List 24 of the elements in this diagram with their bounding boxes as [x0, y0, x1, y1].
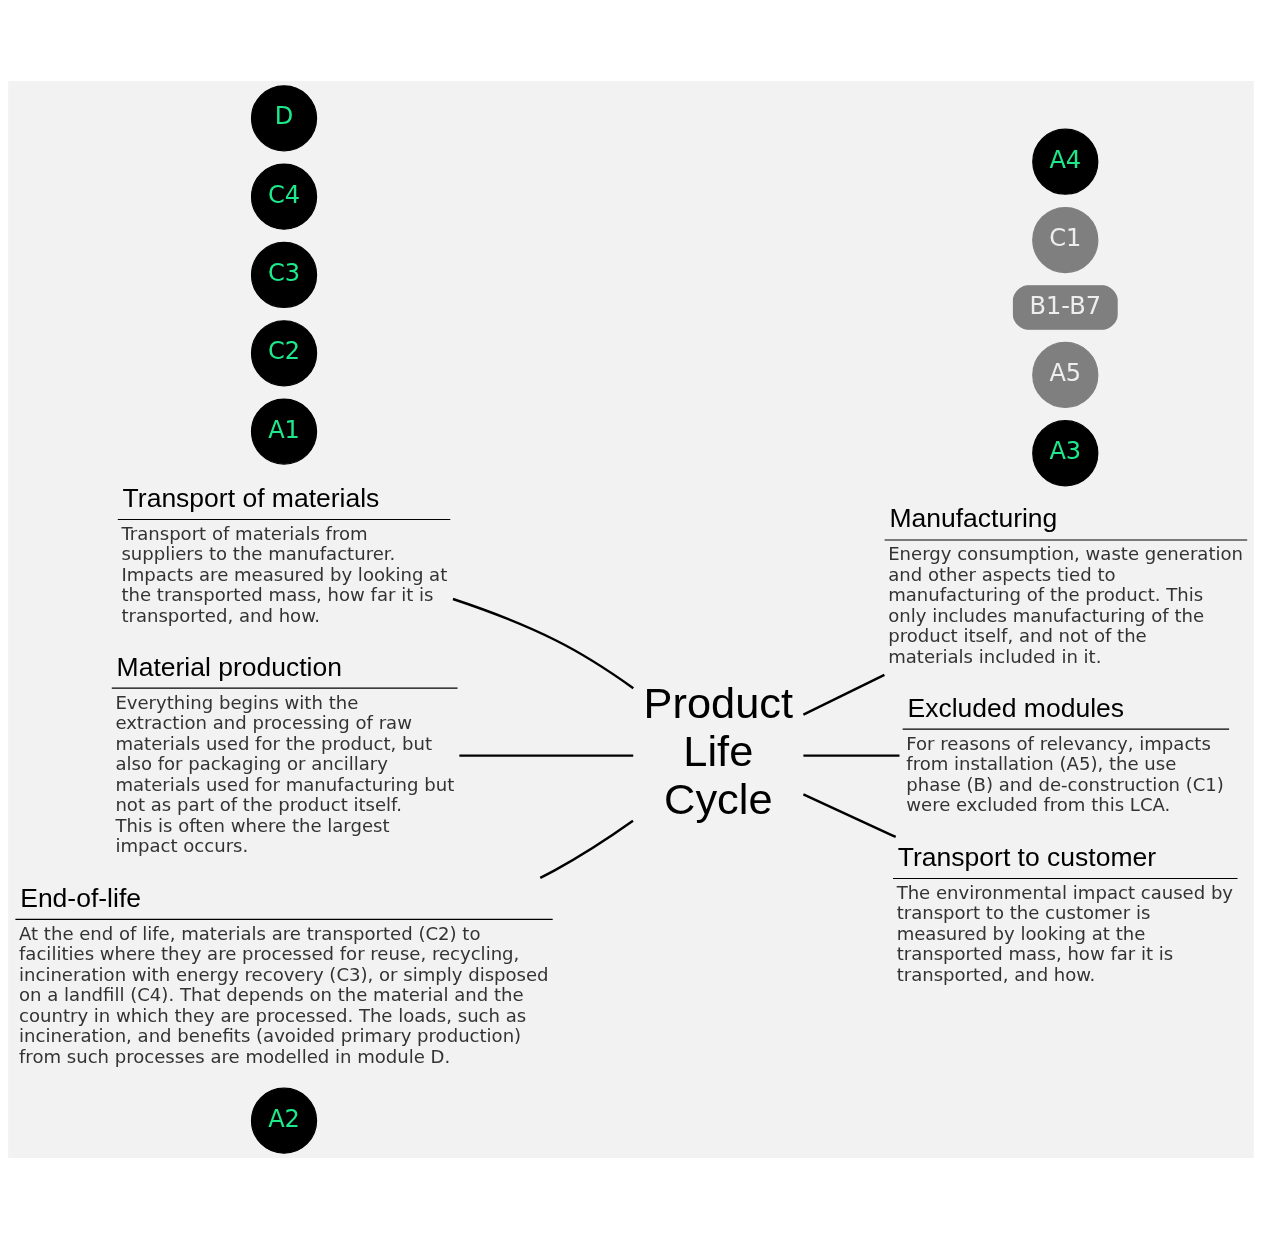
connector: [802, 673, 885, 716]
node-circle: A2: [250, 1087, 318, 1154]
node-circle: A3: [1032, 420, 1099, 487]
connector: [539, 819, 634, 879]
node-circle: C2: [250, 320, 318, 387]
node-circle: C3: [250, 241, 318, 309]
node-text: Material production Everything begins with the extraction and processing of raw materials used for the product, but also for packaging or ancillary materials used for manufacturing but not as part of the product itself. This is often where the largest impact occurs.: [115, 651, 455, 857]
node-circle: A1: [250, 398, 318, 465]
node-circle: A5: [1032, 341, 1099, 409]
node-box: B1-B7: [1012, 285, 1118, 330]
node-circle: D: [250, 85, 318, 152]
connector: [459, 754, 634, 757]
node-text: Transport to customer The environmental impact caused by transport to the customer is measured by looking at the transported mass, how far it is transported, and how.: [896, 841, 1234, 985]
node-text: Transport of materials Transport of materials from suppliers to the manufacturer. Impacts are measured by looking at the transported mass, how far it is transported, and how.: [121, 482, 448, 626]
connector: [803, 754, 900, 757]
node-text: Manufacturing Energy consumption, waste generation and other aspects tied to manufacturing of the product. This only includes manufacturing of the product itself, and not of the materials included in it.: [888, 503, 1244, 667]
connector: [452, 597, 634, 690]
node-text: End-of-life At the end of life, materials are transported (C2) to facilities where they are processed for reuse, recycling, incineration with energy recovery (C3), or simply disposed on a landfill (C4). That depends on the material and the country in which they are processed. The loads, such as incineration, and benefits (avoided primary production) from such processes are modelled in module D.: [19, 882, 549, 1067]
node-text: Excluded modules For reasons of relevancy, impacts from installation (A5), the use phase (B) and de-construction (C1) were excluded from this LCA.: [906, 692, 1224, 816]
node-circle: C1: [1032, 206, 1099, 274]
node-circle: A4: [1032, 128, 1099, 195]
connector: [802, 793, 897, 839]
node-text: Product Life Cycle: [643, 679, 794, 824]
node-circle: C4: [250, 163, 318, 230]
